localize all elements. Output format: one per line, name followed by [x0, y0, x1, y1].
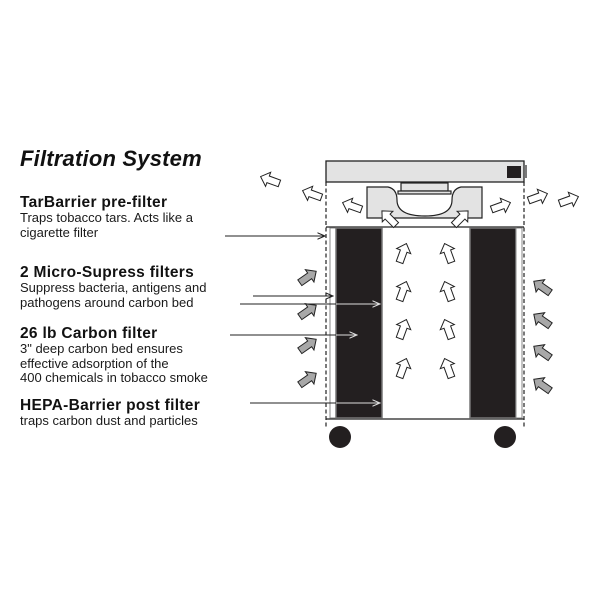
right-carbon-filter [469, 227, 523, 419]
label-desc-line: Traps tobacco tars. Acts like a [20, 210, 193, 225]
label-desc-line: 3" deep carbon bed ensures [20, 341, 183, 356]
wheel-right [494, 426, 516, 448]
label-desc-line: traps carbon dust and particles [20, 413, 198, 428]
label-desc-line: effective adsorption of the [20, 355, 169, 371]
wheel-left [329, 426, 351, 448]
label-hepa: HEPA-Barrier post filter traps carbon du… [20, 398, 200, 429]
housing-dashed [325, 182, 525, 427]
label-heading: 26 lb Carbon filter [20, 325, 158, 342]
airflow-arrows [376, 205, 474, 381]
label-desc-line: cigarette filter [20, 224, 99, 240]
left-carbon-filter [329, 227, 383, 419]
label-heading: TarBarrier pre-filter [20, 194, 168, 211]
diagram-title: Filtration System [20, 146, 202, 171]
label-carbon: 26 lb Carbon filter 3" deep carbon bed e… [20, 326, 208, 386]
fan-housing [366, 182, 483, 219]
label-desc-line: Suppress bacteria, antigens and [20, 280, 207, 295]
label-desc-line: 400 chemicals in tobacco smoke [20, 370, 208, 385]
label-heading: HEPA-Barrier post filter [20, 397, 201, 414]
top-panel [325, 160, 527, 183]
label-heading: 2 Micro-Supress filters [20, 264, 195, 281]
control-indicator-icon [507, 166, 521, 178]
label-tarbarrier: TarBarrier pre-filter Traps tobacco tars… [20, 195, 193, 240]
leader-lines [225, 236, 336, 404]
label-micro-supress: 2 Micro-Supress filters Suppress bacteri… [20, 265, 206, 310]
label-desc-line: pathogens around carbon bed [20, 294, 194, 310]
